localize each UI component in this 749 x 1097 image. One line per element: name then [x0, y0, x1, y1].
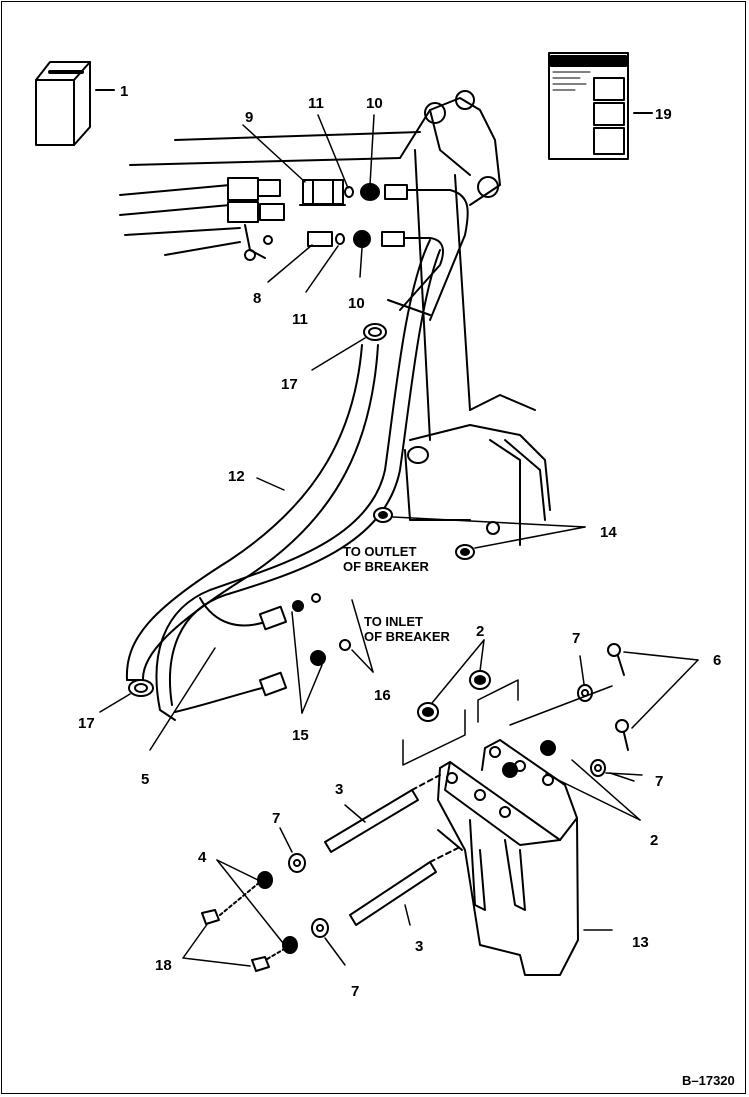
- inlet-note-line2: OF BREAKER: [364, 629, 451, 644]
- lock-washer-part-4: [216, 859, 298, 963]
- inlet-hose-end: [174, 639, 351, 713]
- callout-7-lower-right: 7: [655, 773, 663, 790]
- pin-shaft-part-3-lower: [349, 847, 459, 926]
- callout-11-bottom: 11: [292, 311, 308, 328]
- callout-19: 19: [655, 106, 672, 123]
- washer-part-7-lower-right: [590, 759, 643, 777]
- manual-box-part: [35, 61, 115, 146]
- callout-2-bottom: 2: [650, 832, 658, 849]
- callout-13: 13: [632, 934, 649, 951]
- callout-15: 15: [292, 727, 309, 744]
- callout-6: 6: [713, 652, 721, 669]
- callout-18: 18: [155, 957, 172, 974]
- washer-part-7-upper-right: [509, 655, 613, 726]
- hose-sleeve-part-17-bottom: [99, 679, 154, 713]
- outlet-hose-end: [199, 593, 321, 631]
- mounting-bracket-part-13: [437, 739, 641, 976]
- callout-3-upper: 3: [335, 781, 343, 798]
- o-ring-part-11-top: [317, 114, 354, 198]
- o-ring-part-11-bottom: [305, 233, 345, 293]
- callout-7-upper-left: 7: [272, 810, 280, 827]
- hose-part-5: [149, 239, 441, 751]
- callout-7-lower-left: 7: [351, 983, 359, 1000]
- pin-shaft-part-3-upper: [324, 774, 441, 853]
- valve-block-part: [227, 177, 285, 261]
- boom-arm-structure: [129, 90, 551, 546]
- outlet-note-line2: OF BREAKER: [343, 559, 430, 574]
- hose-sleeve-part-17-top: [311, 323, 387, 371]
- coupler-part-8: [267, 231, 333, 283]
- leader-16: [351, 599, 374, 673]
- callout-16: 16: [374, 687, 391, 704]
- callout-14: 14: [600, 524, 617, 541]
- callout-12: 12: [228, 468, 245, 485]
- callout-4: 4: [198, 849, 207, 866]
- adapter-part-10-bottom: [353, 230, 405, 278]
- callout-3-lower: 3: [415, 938, 423, 955]
- hose-sleeve-part-12: [125, 344, 379, 681]
- bushing-part-2-top: [402, 639, 519, 766]
- callout-7-upper-right: 7: [572, 630, 580, 647]
- leader-15: [291, 611, 323, 714]
- inlet-note-line1: TO INLET: [364, 614, 423, 629]
- callout-17-top: 17: [281, 376, 298, 393]
- lock-pin-part-6: [607, 643, 699, 751]
- callout-2-top: 2: [476, 623, 484, 640]
- instruction-sheet-part: [548, 52, 653, 160]
- washer-part-7-upper-left: [279, 827, 306, 873]
- callout-labels: 1 9 11 10 19 8 11 10 17 12 14 2 7 6 16 1…: [78, 83, 721, 1000]
- callout-8: 8: [253, 290, 261, 307]
- bolt-part-18: [182, 909, 270, 972]
- callout-17-bottom: 17: [78, 715, 95, 732]
- washer-part-7-lower-left: [311, 918, 346, 966]
- coupler-part-9: [242, 124, 344, 205]
- adapter-part-10-top: [360, 114, 408, 201]
- pin-part-14: [373, 507, 586, 560]
- callout-9: 9: [245, 109, 253, 126]
- callout-1: 1: [120, 83, 128, 100]
- callout-10-bottom: 10: [348, 295, 365, 312]
- outlet-note-line1: TO OUTLET: [343, 544, 416, 559]
- top-hose-lines: [119, 184, 469, 321]
- callout-11-top: 11: [308, 95, 324, 112]
- callout-5: 5: [141, 771, 149, 788]
- figure-id: B–17320: [682, 1073, 735, 1088]
- breaker-notes: TO OUTLET OF BREAKER TO INLET OF BREAKER: [343, 544, 451, 644]
- leader-7b: [609, 772, 635, 782]
- callout-10-top: 10: [366, 95, 383, 112]
